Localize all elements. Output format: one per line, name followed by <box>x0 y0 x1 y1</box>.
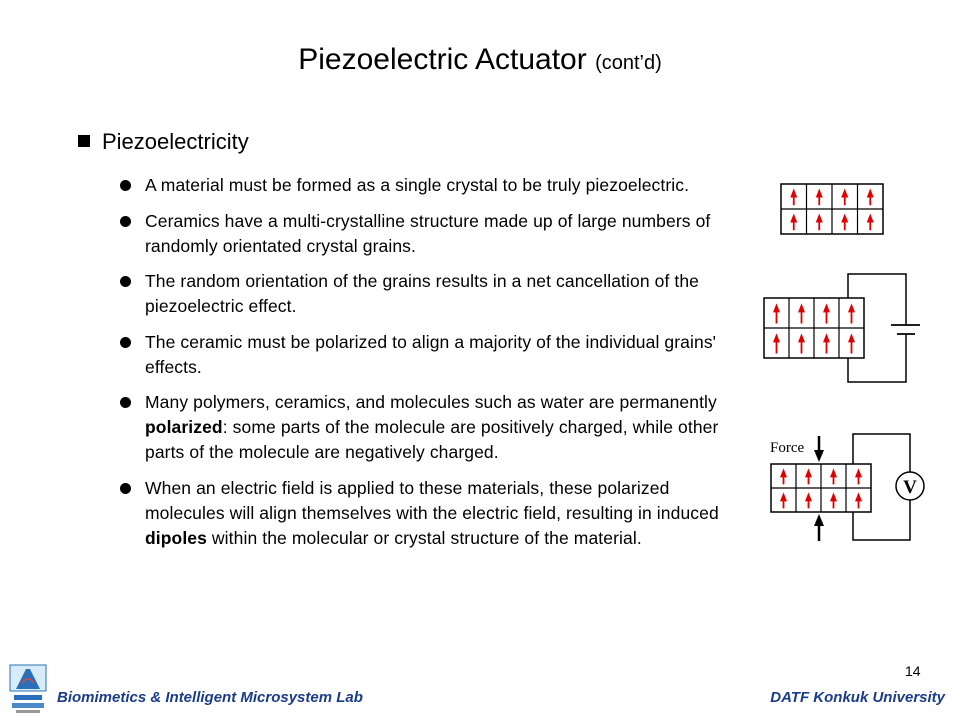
dipole-arrow-head <box>805 492 812 502</box>
dipole-arrow-head <box>866 213 874 223</box>
dipole-arrow-head <box>841 213 849 223</box>
title-suffix: (cont’d) <box>595 52 662 74</box>
figure-force-voltmeter: Force V <box>770 433 925 541</box>
bullet-text: Many polymers, ceramics, and molecules s… <box>145 392 717 412</box>
bullet-text: The random orientation of the grains res… <box>145 271 700 316</box>
dipole-arrow-head <box>823 333 830 343</box>
dipole-arrow-head <box>866 188 874 198</box>
bullet-dot-icon <box>120 397 131 408</box>
dipole-arrow-head <box>773 333 780 343</box>
dipole-arrow-head <box>823 303 830 313</box>
bullet-item: The random orientation of the grains res… <box>118 269 738 319</box>
bullet-item: The ceramic must be polarized to align a… <box>118 330 738 380</box>
section-label: Piezoelectricity <box>102 129 249 154</box>
dipole-arrow-head <box>798 333 805 343</box>
university-logo-icon <box>9 664 47 713</box>
dipole-arrow-head <box>790 188 798 198</box>
force-label: Force <box>770 440 804 456</box>
bullet-text: Ceramics have a multi-crystalline struct… <box>145 210 711 256</box>
dipole-arrow-head <box>780 468 787 478</box>
dipole-arrow-head <box>830 468 837 478</box>
dipole-arrow-head <box>855 492 862 502</box>
bullet-dot-icon <box>120 276 131 287</box>
dipole-arrow-head <box>815 188 823 198</box>
dipole-arrow-head <box>830 492 837 502</box>
bullet-item: A material must be formed as a single cr… <box>118 173 738 198</box>
bullet-text: within the molecular or crystal structur… <box>206 527 642 548</box>
dipole-arrow-head <box>780 492 787 502</box>
figure-grains-grid <box>780 183 884 235</box>
dipole-arrow-head <box>841 188 849 198</box>
dipole-arrow-head <box>815 213 823 223</box>
dipole-arrow-head <box>805 468 812 478</box>
footer-university: DATF Konkuk University <box>770 689 945 706</box>
dipole-arrow-head <box>790 213 798 223</box>
bullet-text: A material must be formed as a single cr… <box>145 175 690 195</box>
dipole-arrow-head <box>855 468 862 478</box>
bullet-item: When an electric field is applied to the… <box>118 476 738 551</box>
square-bullet-icon <box>78 135 90 147</box>
title-main: Piezoelectric Actuator <box>298 43 587 76</box>
voltmeter-label: V <box>903 477 917 498</box>
voltmeter-icon <box>895 471 925 501</box>
bullet-text: When an electric field is applied to the… <box>145 477 719 523</box>
bullet-dot-icon <box>120 336 131 348</box>
dipole-arrow-head <box>773 303 780 313</box>
bullet-item: Ceramics have a multi-crystalline struct… <box>118 209 738 259</box>
bullet-dot-icon <box>120 180 131 191</box>
bullet-list: A material must be formed as a single cr… <box>118 173 738 561</box>
dipole-arrow-head <box>848 333 855 343</box>
bullet-dot-icon <box>120 215 131 227</box>
bullet-text: : some parts of the molecule are positiv… <box>145 417 719 462</box>
bullet-dot-icon <box>120 482 131 494</box>
bullet-item: Many polymers, ceramics, and molecules s… <box>118 390 738 465</box>
bold-term-polarized: polarized <box>145 417 223 437</box>
slide-title: Piezoelectric Actuator (cont’d) <box>0 40 960 83</box>
dipole-arrow-head <box>798 303 805 313</box>
figure-polarizing-circuit <box>763 273 920 383</box>
section-heading: Piezoelectricity <box>78 128 249 156</box>
dipole-arrow-head <box>848 303 855 313</box>
bold-term-dipoles: dipoles <box>145 527 207 548</box>
page-number: 14 <box>905 663 921 679</box>
bullet-text: The ceramic must be polarized to align a… <box>145 331 717 377</box>
footer-lab-name: Biomimetics & Intelligent Microsystem La… <box>57 689 363 706</box>
